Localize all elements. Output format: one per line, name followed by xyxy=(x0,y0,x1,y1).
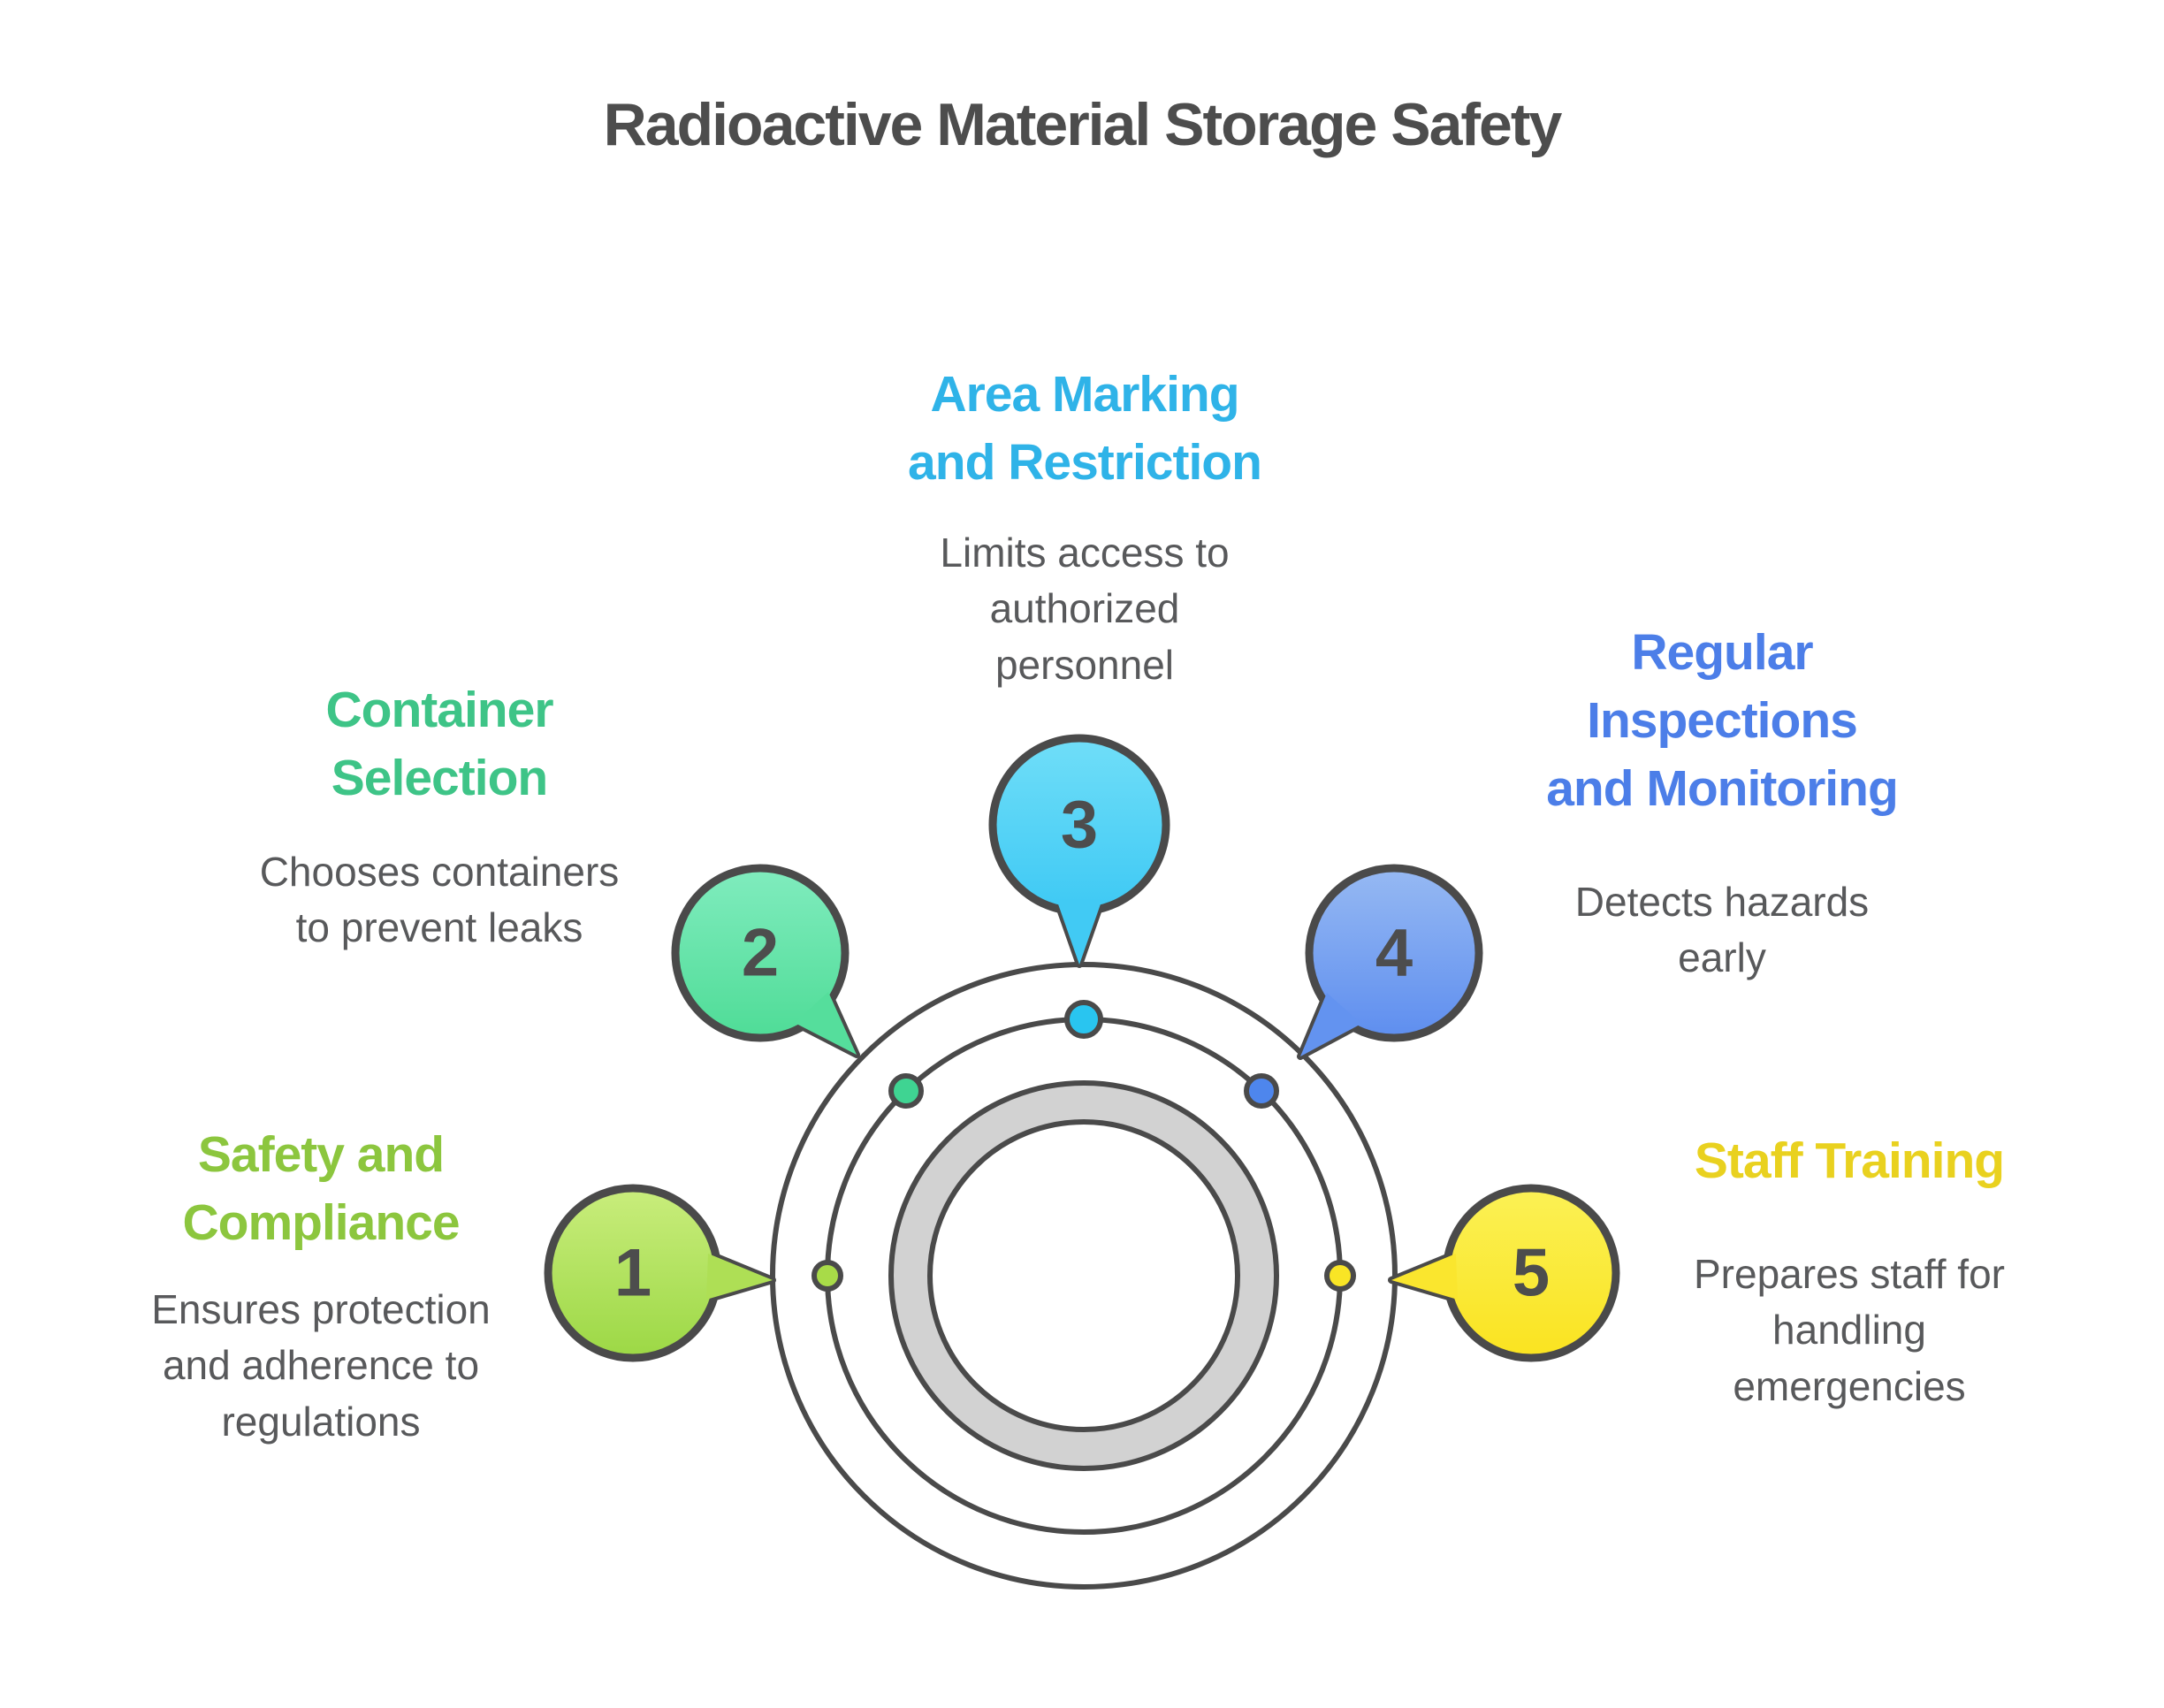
label-group-container-selection: Container Selection Chooses containers t… xyxy=(260,676,620,957)
bubble-5-number: 5 xyxy=(1512,1235,1551,1311)
staff-training-heading: Staff Training xyxy=(1694,1132,2005,1189)
bubble-2-circle xyxy=(671,864,850,1042)
bubble-4-number: 4 xyxy=(1375,915,1413,991)
inner-circle xyxy=(927,1119,1240,1432)
area-marking-description: Limits access to authorized personnel xyxy=(940,529,1230,688)
page-title: Radioactive Material Storage Safety xyxy=(603,91,1563,158)
label-group-safety-compliance: Safety and Compliance Ensures protection… xyxy=(151,1121,491,1450)
bubble-3-tail-fill xyxy=(1056,899,1102,965)
orbit-dot-3 xyxy=(1064,1000,1103,1039)
orbit-dot-2 xyxy=(888,1073,924,1109)
regular-inspections-description: Detects hazards early xyxy=(1574,878,1870,981)
safety-compliance-description: Ensures protection and adherence to regu… xyxy=(151,1285,491,1445)
label-group-area-marking: Area Marking and Restriction Limits acce… xyxy=(908,361,1262,693)
bubble-5-tail-fill xyxy=(1391,1254,1458,1300)
orbit-dot-4 xyxy=(1244,1073,1279,1109)
bubble-2-tail-fill xyxy=(795,992,857,1055)
bubble-2-number: 2 xyxy=(741,915,780,991)
bubble-4-tail-fill xyxy=(1300,993,1361,1056)
area-marking-heading: Area Marking and Restriction xyxy=(908,366,1262,491)
bubble-1-tail-fill xyxy=(706,1254,773,1300)
label-group-regular-inspections: Regular Inspections and Monitoring Detec… xyxy=(1546,619,1899,987)
staff-training-description: Prepares staff for handling emergencies xyxy=(1694,1250,2005,1409)
regular-inspections-heading: Regular Inspections and Monitoring xyxy=(1546,624,1899,817)
gray-ring xyxy=(891,1083,1276,1468)
orbit-dot-1 xyxy=(812,1260,843,1292)
container-selection-heading: Container Selection xyxy=(325,682,553,806)
safety-compliance-heading: Safety and Compliance xyxy=(182,1126,460,1251)
bubble-4-circle xyxy=(1305,864,1483,1042)
bubble-1-number: 1 xyxy=(613,1235,652,1311)
gray-ring-outer-border xyxy=(888,1080,1279,1471)
orbit-dot-5 xyxy=(1324,1260,1356,1292)
bubble-3-number: 3 xyxy=(1060,787,1099,863)
label-group-staff-training: Staff Training Prepares staff for handli… xyxy=(1694,1127,2005,1414)
container-selection-description: Chooses containers to prevent leaks xyxy=(259,848,620,951)
